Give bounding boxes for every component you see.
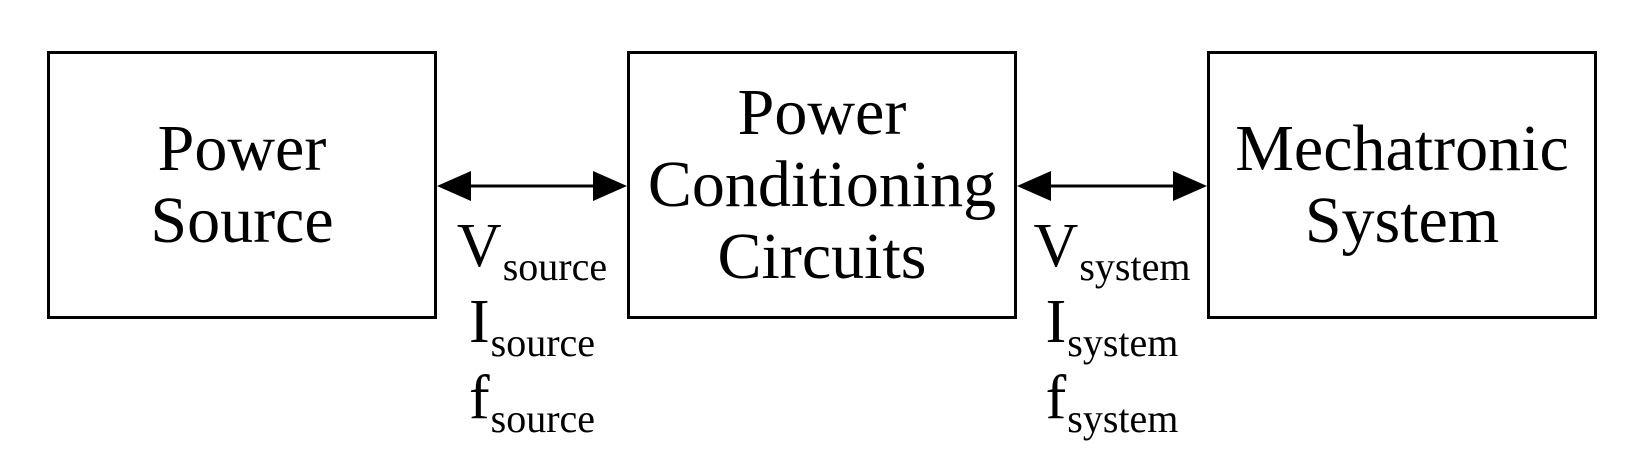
- source-current-subscript: source: [490, 320, 596, 365]
- source-current-symbol: I: [468, 288, 490, 356]
- arrowhead-left-start: [437, 171, 471, 201]
- system-frequency-symbol: f: [1045, 364, 1067, 432]
- source-signals: Vsource Isource fsource: [437, 208, 627, 441]
- source-frequency-subscript: source: [490, 396, 596, 441]
- power-conditioning-label-line-1: Power: [737, 76, 907, 149]
- system-voltage-symbol: V: [1033, 212, 1079, 280]
- system-current-subscript: system: [1067, 320, 1179, 365]
- source-frequency-label: fsource: [437, 360, 627, 441]
- source-voltage-label: Vsource: [437, 208, 627, 289]
- source-voltage-subscript: source: [502, 244, 608, 289]
- system-current-label: Isystem: [1017, 284, 1207, 365]
- source-frequency-symbol: f: [468, 364, 490, 432]
- system-voltage-label: Vsystem: [1017, 208, 1207, 289]
- power-conditioning-block: Power Conditioning Circuits: [627, 51, 1017, 319]
- bidirectional-arrow-left: [437, 171, 627, 201]
- system-signals: Vsystem Isystem fsystem: [1017, 208, 1207, 441]
- power-conditioning-label-line-3: Circuits: [717, 220, 927, 293]
- mechatronic-system-label-line-2: System: [1304, 184, 1500, 257]
- system-voltage-subscript: system: [1079, 244, 1191, 289]
- mechatronic-system-label-line-1: Mechatronic: [1235, 112, 1569, 185]
- power-source-block: Power Source: [47, 51, 437, 319]
- arrowhead-left-end: [593, 171, 627, 201]
- system-current-symbol: I: [1045, 288, 1067, 356]
- power-conditioning-label-line-2: Conditioning: [647, 148, 997, 221]
- bidirectional-arrow-right: [1017, 171, 1207, 201]
- source-current-label: Isource: [437, 284, 627, 365]
- system-frequency-subscript: system: [1067, 396, 1179, 441]
- system-frequency-label: fsystem: [1017, 360, 1207, 441]
- arrowhead-right-end: [1173, 171, 1207, 201]
- power-source-label-line-2: Source: [150, 184, 334, 257]
- source-voltage-symbol: V: [456, 212, 502, 280]
- arrowhead-right-start: [1017, 171, 1051, 201]
- mechatronic-system-block: Mechatronic System: [1207, 51, 1597, 319]
- power-source-label-line-1: Power: [157, 112, 327, 185]
